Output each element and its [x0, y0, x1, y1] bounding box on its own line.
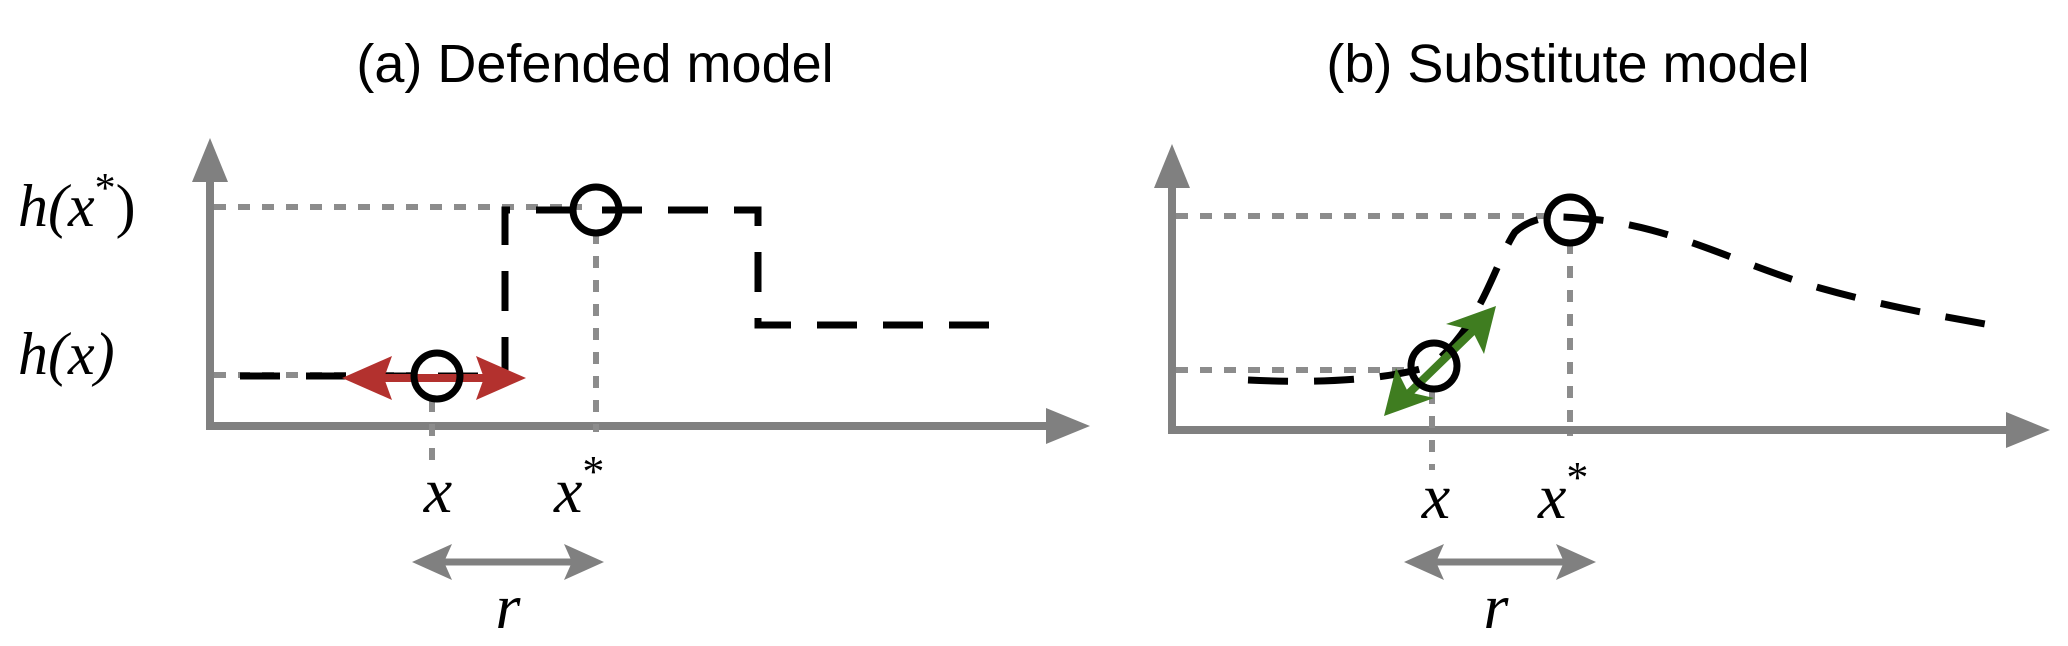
panel-b-marker-x [1407, 339, 1461, 393]
panel-a-marker-x [410, 349, 464, 403]
panel-a-x-axis-arrowhead [1046, 408, 1090, 444]
y-label-h-x-star: h(x*) [18, 166, 136, 239]
y-label-h-x: h(x) [18, 321, 115, 387]
panel-b-radius-arrow-right-head [1556, 544, 1596, 580]
panel-a-radius-label: r [496, 571, 522, 642]
panel-b-substitute-curve [1247, 213, 1986, 385]
panel-b-x-axis-arrowhead [2006, 412, 2050, 448]
panel-b-y-axis-arrowhead [1154, 144, 1190, 188]
panel-a-radius-arrow-right-head [564, 544, 604, 580]
panel-b-gradient-arrow-shaft [1401, 327, 1477, 401]
panel-b-radius-arrow [1404, 544, 1596, 580]
panel-a-y-axis-arrowhead [192, 138, 228, 182]
panel-a-gradient-arrow [342, 356, 526, 400]
panel-b-gradient-arrow-lower-head [1384, 368, 1434, 416]
panel-a-x-label-x-star: x* [553, 447, 604, 526]
panel-a-radius-arrow [412, 544, 604, 580]
panel-b-x-label-x-star: x* [1537, 453, 1588, 532]
panel-a-x-label-x: x [423, 455, 452, 526]
panel-b-title: (b) Substitute model [1326, 34, 1809, 94]
panel-b-marker-x-star [1543, 193, 1597, 247]
panel-a: (a) Defended model h(x*) h(x) x x* [18, 34, 1090, 642]
panel-a-defended-curve [240, 206, 1010, 380]
panel-a-gradient-arrow-right-head [476, 356, 526, 400]
panel-b-x-label-x: x [1421, 461, 1450, 532]
panel-a-title: (a) Defended model [356, 34, 833, 94]
panel-b-radius-arrow-left-head [1404, 544, 1444, 580]
panel-a-radius-arrow-left-head [412, 544, 452, 580]
panel-b: (b) Substitute model x x* r [1154, 34, 2050, 642]
panel-b-radius-label: r [1484, 571, 1510, 642]
panel-b-gradient-arrow [1384, 306, 1496, 416]
panel-a-marker-x-star [569, 183, 623, 237]
panel-a-gradient-arrow-left-head [342, 356, 392, 400]
panel-b-gradient-arrow-upper-head [1446, 306, 1496, 354]
